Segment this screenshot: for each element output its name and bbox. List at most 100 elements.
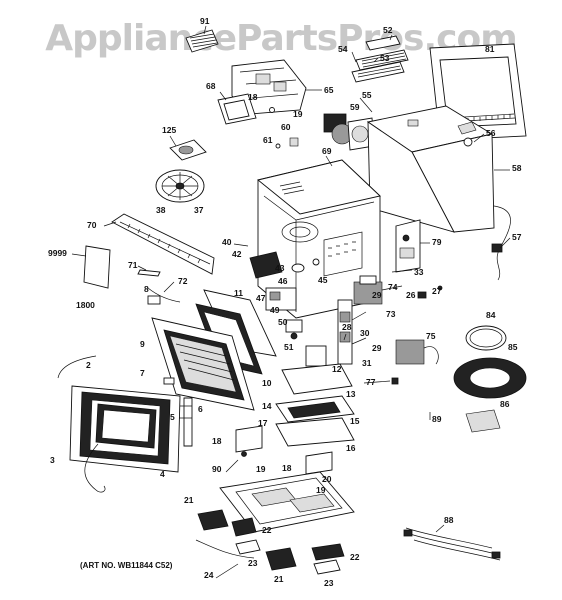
label-31: 31 (362, 358, 372, 368)
label-68: 68 (206, 81, 216, 91)
bracket-68 (217, 93, 257, 125)
label-75: 75 (426, 331, 436, 341)
label-12: 12 (332, 364, 342, 374)
label-30: 30 (360, 328, 370, 338)
lead-33 (391, 269, 413, 273)
label-26: 26 (406, 290, 416, 300)
label-7: 7 (140, 368, 145, 378)
cabinet-58 (366, 105, 495, 233)
label-33: 33 (414, 267, 424, 277)
oven-cavity (257, 159, 381, 319)
label-22b: 22 (350, 552, 360, 562)
label-29b: 29 (372, 343, 382, 353)
part-60 (289, 137, 299, 147)
label-49: 49 (270, 305, 280, 315)
filter-parts-52-54 (351, 35, 409, 83)
label-18c: 18 (282, 463, 292, 473)
art-number: (ART NO. WB11844 C52) (80, 561, 173, 570)
label-27: 27 (432, 286, 442, 296)
screw-61 (275, 143, 281, 149)
label-40: 40 (222, 237, 232, 247)
label-8: 8 (144, 284, 149, 294)
label-59: 59 (350, 102, 360, 112)
label-72: 72 (178, 276, 188, 286)
label-37: 37 (194, 205, 204, 215)
label-19: 19 (293, 109, 303, 119)
label-88: 88 (444, 515, 454, 525)
screw-19 (269, 107, 275, 113)
door-handle-3 (84, 443, 106, 493)
damper-59 (323, 113, 375, 151)
label-2: 2 (86, 360, 91, 370)
label-1800: 1800 (76, 300, 95, 310)
label-46: 46 (278, 276, 288, 286)
label-19b: 19 (256, 464, 266, 474)
part-125 (169, 139, 207, 161)
label-18b: 18 (212, 436, 222, 446)
manual-9999 (83, 245, 111, 289)
label-22: 22 (262, 525, 272, 535)
label-24: 24 (204, 570, 214, 580)
part-77 (391, 377, 399, 385)
transformer-74 (353, 275, 403, 305)
label-79: 79 (432, 237, 442, 247)
door-parts-8-72 (147, 287, 181, 305)
label-57: 57 (512, 232, 522, 242)
label-51: 51 (284, 342, 294, 352)
bracket-17 (235, 425, 263, 457)
label-73: 73 (386, 309, 396, 319)
label-43: 43 (275, 263, 285, 273)
wire-24 (195, 539, 255, 559)
label-91: 91 (200, 16, 210, 26)
bracket-17b (305, 451, 333, 475)
turntable-parts-84-85 (453, 325, 527, 399)
label-54: 54 (338, 44, 348, 54)
control-board-79 (395, 219, 421, 273)
label-21b: 21 (274, 574, 284, 584)
wire-harness-88 (403, 527, 501, 561)
label-81: 81 (485, 44, 495, 54)
leader-1800 (57, 355, 97, 379)
vent-grille-70 (111, 213, 215, 275)
label-11: 11 (234, 288, 243, 298)
label-71: 71 (128, 260, 138, 270)
label-28: 28 (342, 322, 352, 332)
label-38: 38 (156, 205, 166, 215)
part-86 (465, 409, 501, 433)
bottom-plate-20 (219, 471, 355, 533)
label-9999: 9999 (48, 248, 67, 258)
part-7 (163, 377, 175, 385)
label-14: 14 (262, 401, 272, 411)
label-58: 58 (512, 163, 522, 173)
label-47: 47 (256, 293, 266, 303)
door-choke-9 (151, 317, 255, 411)
label-65: 65 (324, 85, 334, 95)
outer-door-2 (69, 385, 181, 473)
label-23: 23 (248, 558, 258, 568)
callout-labels: 91 52 53 54 81 68 18 65 19 55 59 56 125 … (48, 16, 522, 588)
capacitor-75 (395, 339, 439, 365)
label-89: 89 (432, 414, 442, 424)
label-15: 15 (350, 416, 360, 426)
filters-21-23 (197, 509, 345, 575)
label-17: 17 (258, 418, 268, 428)
label-77: 77 (366, 377, 376, 387)
label-10: 10 (262, 378, 272, 388)
cord-57 (491, 205, 511, 281)
label-4: 4 (160, 469, 165, 479)
leader-lines (71, 25, 511, 579)
label-125: 125 (162, 125, 176, 135)
fan-42-43 (249, 251, 320, 279)
label-85: 85 (508, 342, 518, 352)
label-5: 5 (170, 412, 175, 422)
grille-part-91 (185, 29, 219, 53)
label-74: 74 (388, 282, 398, 292)
label-23b: 23 (324, 578, 334, 588)
label-52: 52 (383, 25, 393, 35)
part-26 (417, 291, 427, 299)
label-19c: 19 (316, 485, 326, 495)
label-18: 18 (248, 92, 258, 102)
label-20: 20 (322, 474, 332, 484)
label-84: 84 (486, 310, 496, 320)
label-16: 16 (346, 443, 356, 453)
